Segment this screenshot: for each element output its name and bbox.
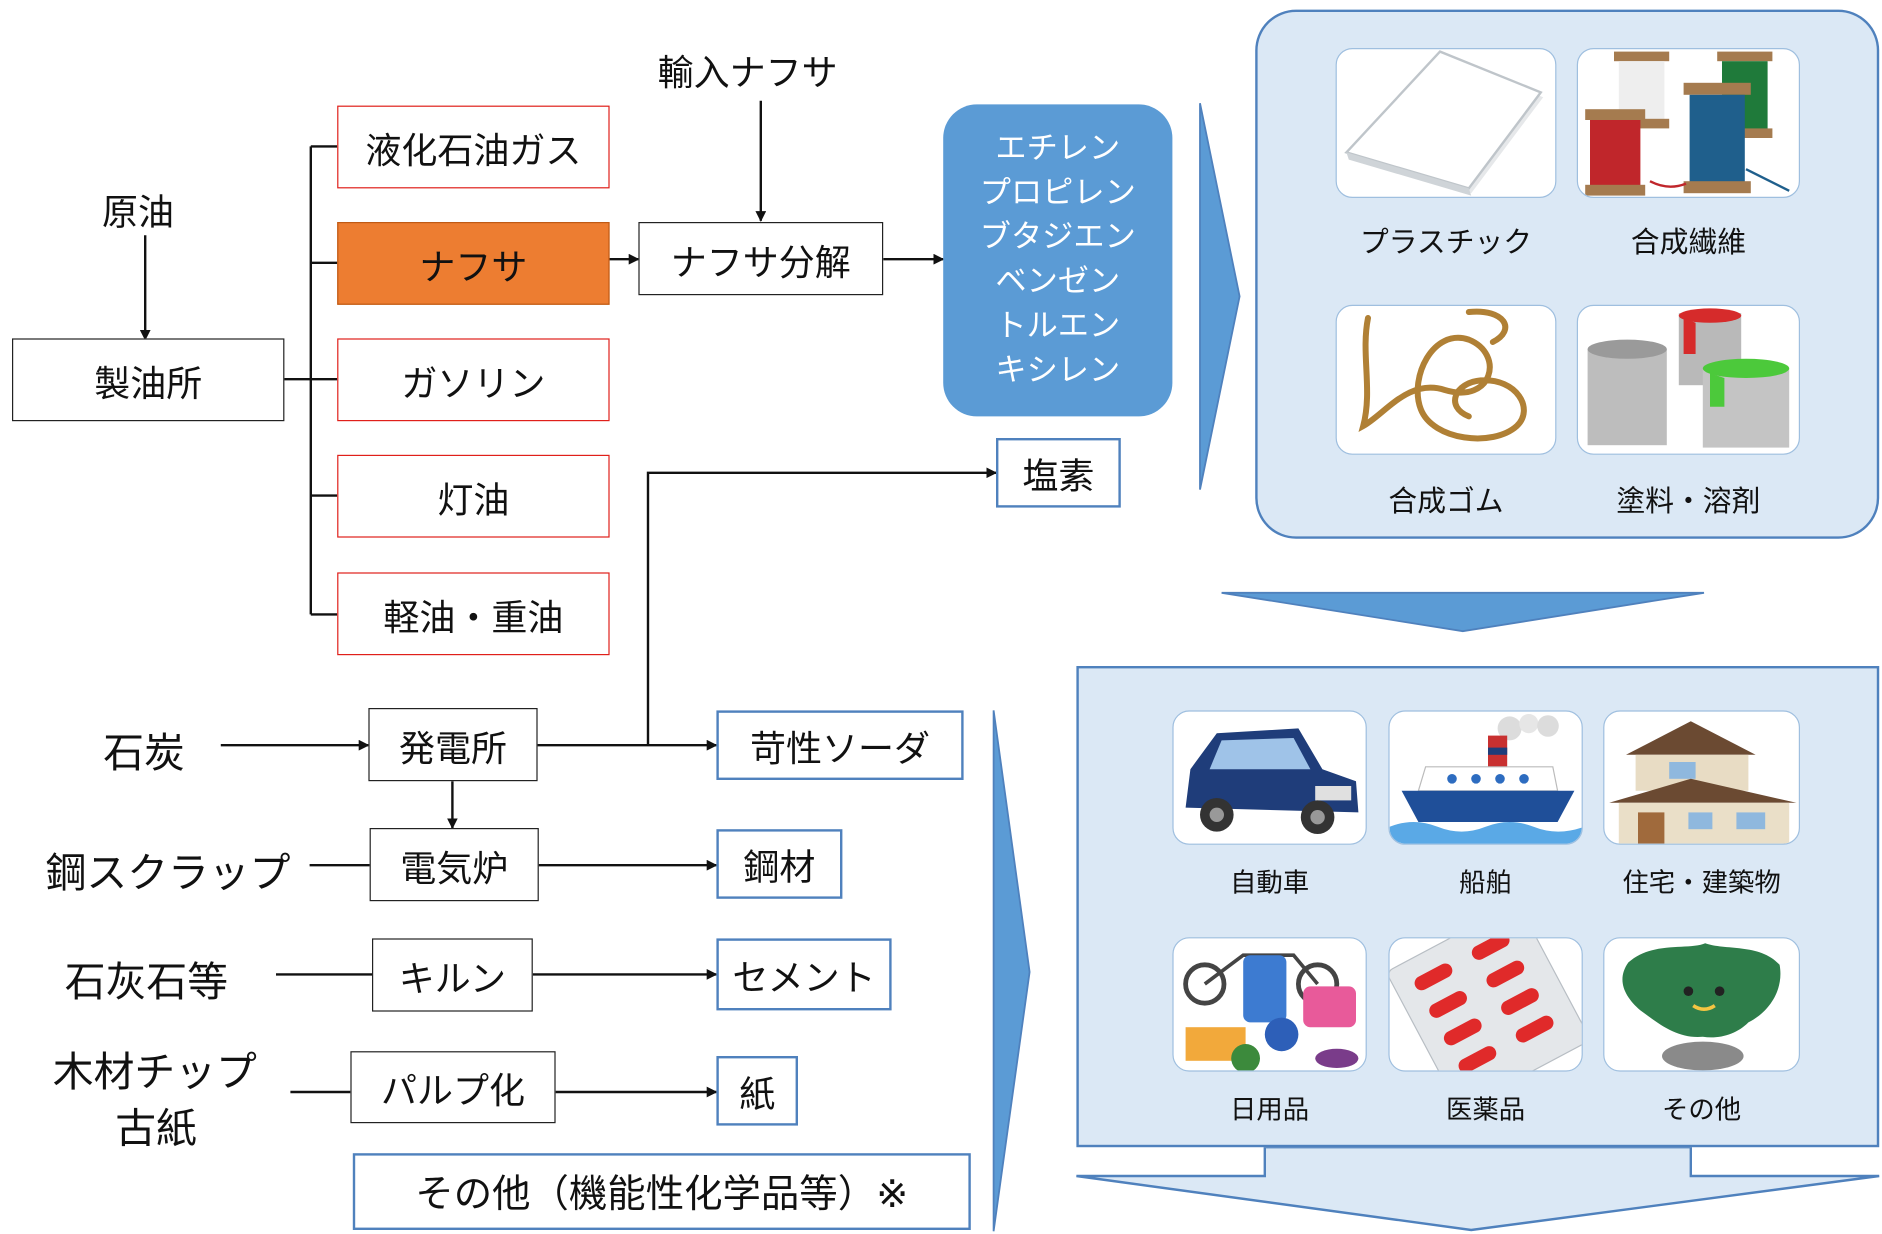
output-chlorine: 塩素 <box>996 438 1121 508</box>
source-wood-chip: 木材チップ <box>52 1048 257 1097</box>
output-paper: 紙 <box>716 1056 799 1126</box>
product-diesel-heavy: 軽油・重油 <box>337 572 610 656</box>
refinery-box: 製油所 <box>12 338 285 422</box>
electric-furnace-box: 電気炉 <box>369 828 539 902</box>
material-synthetic-rubber-label: 合成ゴム <box>1388 484 1504 519</box>
use-other-label: その他 <box>1661 1095 1742 1126</box>
product-kerosene: 灯油 <box>337 454 610 538</box>
product-naphtha: ナフサ <box>337 222 610 305</box>
car-image <box>1172 710 1367 845</box>
daily-goods-image <box>1172 937 1367 1072</box>
chem-propylene: プロピレン <box>979 175 1136 212</box>
source-waste-paper: 古紙 <box>115 1105 197 1154</box>
use-ship-label: 船舶 <box>1459 868 1512 899</box>
output-cement: セメント <box>716 938 892 1011</box>
material-synthetic-fiber-label: 合成繊維 <box>1630 225 1747 260</box>
house-image <box>1603 710 1801 845</box>
output-steel: 鋼材 <box>716 829 843 899</box>
output-caustic-soda: 苛性ソーダ <box>716 710 964 781</box>
source-crude-oil: 原油 <box>102 192 174 235</box>
plastic-image <box>1335 48 1557 199</box>
power-plant-box: 発電所 <box>368 708 538 782</box>
use-medicine-label: 医薬品 <box>1445 1095 1526 1126</box>
product-lpg: 液化石油ガス <box>337 105 610 189</box>
synthetic-fiber-image <box>1576 48 1801 199</box>
product-gasoline: ガソリン <box>337 338 610 422</box>
material-plastic-label: プラスチック <box>1359 225 1533 260</box>
medicine-image <box>1388 937 1583 1072</box>
pulping-box: パルプ化 <box>350 1051 556 1124</box>
naphtha-cracking-box: ナフサ分解 <box>638 222 884 296</box>
chem-ethylene: エチレン <box>995 130 1121 167</box>
source-limestone: 石灰石等 <box>64 958 229 1007</box>
ship-image <box>1388 710 1583 845</box>
use-housing-label: 住宅・建築物 <box>1622 868 1781 899</box>
output-other-functional: その他（機能性化学品等）※ <box>352 1153 971 1230</box>
use-daily-goods-label: 日用品 <box>1229 1095 1310 1126</box>
kiln-box: キルン <box>372 938 533 1012</box>
use-car-label: 自動車 <box>1229 868 1310 899</box>
chem-benzene: ベンゼン <box>995 264 1121 300</box>
chem-toluene: トルエン <box>995 308 1121 345</box>
material-paint-solvent-label: 塗料・溶剤 <box>1616 484 1761 519</box>
chem-xylene: キシレン <box>995 352 1121 389</box>
other-image <box>1603 937 1801 1072</box>
synthetic-rubber-image <box>1335 304 1557 455</box>
basic-chemicals-box: エチレン プロピレン ブタジエン ベンゼン トルエン キシレン <box>943 104 1173 417</box>
source-coal: 石炭 <box>103 729 185 778</box>
source-steel-scrap: 鋼スクラップ <box>45 849 291 898</box>
source-imported-naphtha: 輸入ナフサ <box>657 52 838 95</box>
chem-butadiene: ブタジエン <box>979 219 1136 256</box>
paint-image <box>1576 304 1801 455</box>
